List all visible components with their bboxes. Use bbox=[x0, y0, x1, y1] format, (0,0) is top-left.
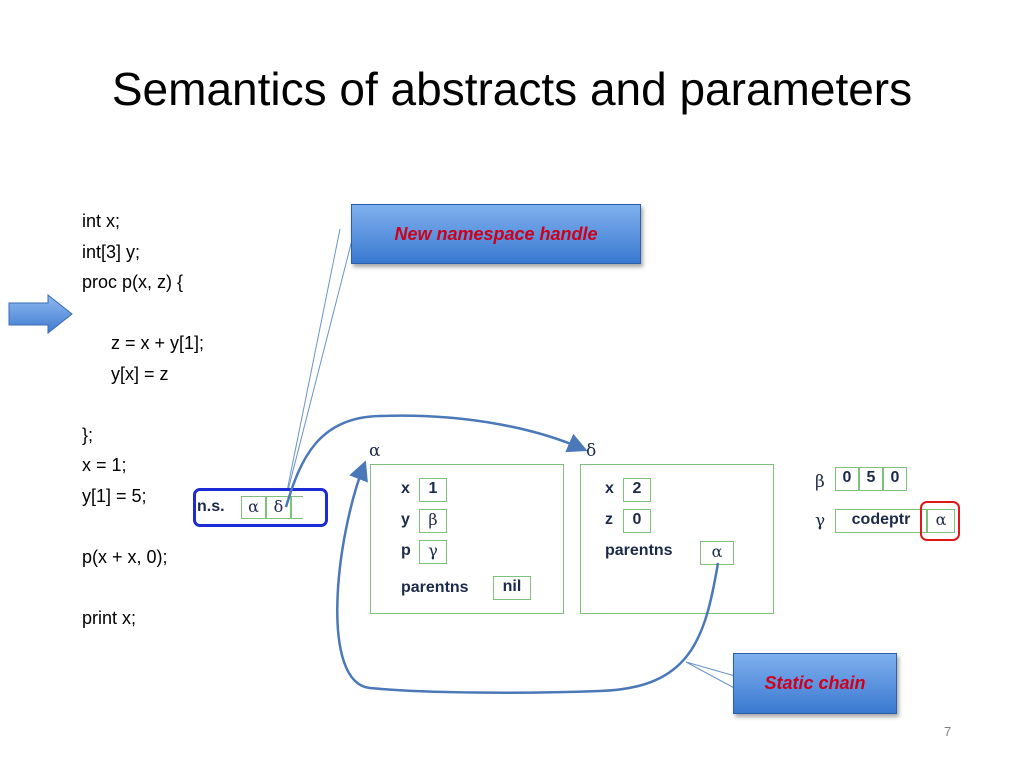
beta-cell: 0 bbox=[883, 467, 907, 491]
gamma-handle-label: γ bbox=[815, 511, 826, 531]
code-line: p(x + x, 0); bbox=[82, 546, 168, 567]
delta-handle-label: δ bbox=[586, 441, 597, 461]
alpha-val-y: β bbox=[419, 509, 447, 533]
code-line: int[3] y; bbox=[82, 241, 141, 262]
alpha-var-x: x bbox=[401, 480, 410, 497]
delta-val-x: 2 bbox=[623, 478, 651, 502]
namespace-delta-frame bbox=[580, 464, 774, 614]
ns-cell-delta: δ bbox=[266, 496, 291, 519]
delta-val-z: 0 bbox=[623, 509, 651, 533]
ns-to-delta-arrow bbox=[284, 414, 588, 508]
beta-cell: 5 bbox=[859, 467, 883, 491]
delta-var-z: z bbox=[605, 511, 613, 528]
static-chain-arrow bbox=[336, 460, 720, 694]
code-line: print x; bbox=[82, 607, 137, 628]
page-number: 7 bbox=[944, 724, 952, 739]
alpha-var-p: p bbox=[401, 542, 411, 559]
static-chain-callout: Static chain bbox=[733, 653, 897, 714]
delta-parentns-label: parentns bbox=[605, 542, 673, 559]
delta-var-x: x bbox=[605, 480, 614, 497]
code-line: z = x + y[1]; bbox=[111, 333, 205, 353]
code-line: y[1] = 5; bbox=[82, 485, 147, 506]
alpha-handle-label: α bbox=[369, 441, 381, 461]
code-line: int x; bbox=[82, 211, 121, 231]
static-chain-callout-pointer bbox=[685, 661, 739, 691]
gamma-env-cell: α bbox=[927, 509, 955, 533]
alpha-parentns-label: parentns bbox=[401, 579, 469, 596]
alpha-parentns-value: nil bbox=[493, 576, 531, 600]
alpha-val-p: γ bbox=[419, 540, 447, 564]
code-line: x = 1; bbox=[82, 455, 127, 475]
code-line: }; bbox=[82, 424, 94, 445]
current-line-arrow-icon bbox=[8, 294, 73, 334]
code-listing: int x; int[3] y; proc p(x, z) { z = x + … bbox=[82, 206, 204, 633]
namespace-handle-callout: New namespace handle bbox=[351, 204, 641, 264]
ns-cell-empty bbox=[291, 496, 303, 519]
beta-cell: 0 bbox=[835, 467, 859, 491]
alpha-var-y: y bbox=[401, 511, 410, 528]
env-highlight-ring bbox=[920, 501, 960, 541]
code-line: y[x] = z bbox=[111, 363, 169, 384]
code-line: proc p(x, z) { bbox=[82, 272, 184, 292]
alpha-val-x: 1 bbox=[419, 478, 447, 502]
namespace-alpha-frame bbox=[370, 464, 564, 614]
beta-handle-label: β bbox=[815, 472, 825, 492]
gamma-codeptr-cell: codeptr bbox=[835, 509, 927, 533]
ns-cell-alpha: α bbox=[241, 496, 266, 519]
ns-label: n.s. bbox=[197, 498, 225, 515]
delta-parentns-value: α bbox=[700, 541, 734, 565]
slide-title: Semantics of abstracts and parameters bbox=[111, 63, 913, 115]
